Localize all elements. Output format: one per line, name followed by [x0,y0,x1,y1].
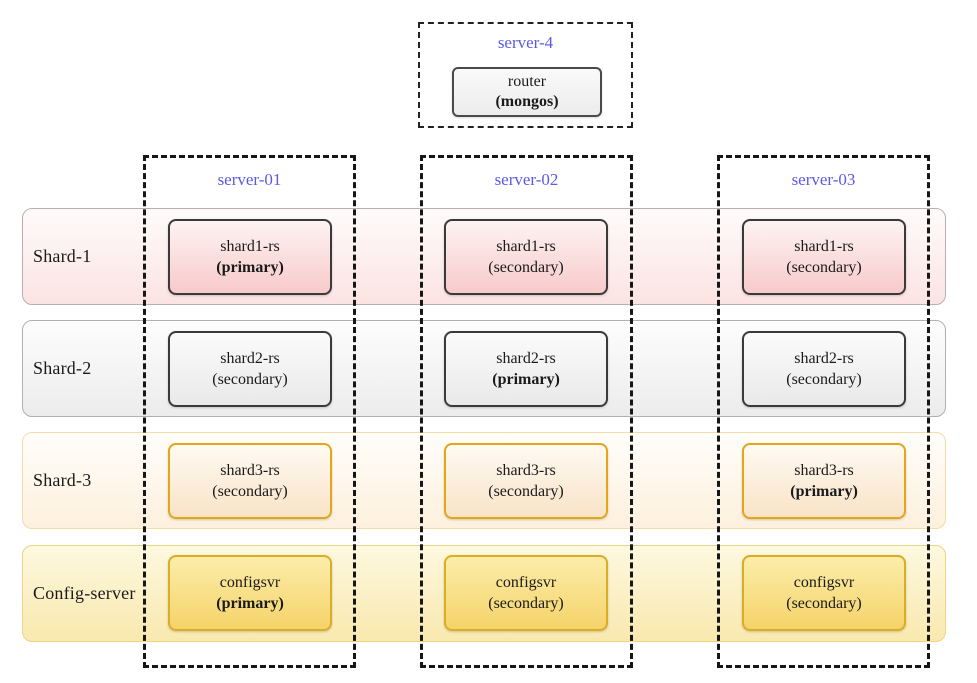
server-02-label: server-02 [494,170,559,189]
server-01-group: server-01 [143,155,356,668]
node-shard3-server03: shard3-rs (primary) [742,443,906,519]
node-shard2-server03: shard2-rs (secondary) [742,331,906,407]
node-name: shard3-rs [220,462,280,479]
node-name: configsvr [793,574,855,591]
router-node-name: router [507,73,547,90]
node-shard1-server01: shard1-rs (primary) [168,219,332,295]
server-4-label: server-4 [497,33,554,52]
server-01-label: server-01 [217,170,282,189]
node-role: (secondary) [212,371,288,388]
node-name: shard1-rs [220,238,280,255]
row-label-shard-1: Shard-1 [33,246,92,266]
node-name: shard2-rs [496,350,556,367]
node-configsvr-server02: configsvr (secondary) [444,555,608,631]
node-name: shard1-rs [794,238,854,255]
router-node-role: (mongos) [495,93,559,110]
server-4-group: server-4 [418,22,633,128]
node-name: configsvr [219,574,281,591]
row-label-shard-2: Shard-2 [33,358,92,378]
node-role: (primary) [492,371,560,388]
node-role: (secondary) [786,371,862,388]
node-role: (secondary) [488,483,564,500]
row-label-shard-3: Shard-3 [33,470,92,490]
node-role: (secondary) [786,259,862,276]
node-role: (secondary) [786,595,862,612]
server-02-group: server-02 [420,155,633,668]
node-role: (secondary) [212,483,288,500]
node-role: (primary) [216,595,284,612]
server-03-label: server-03 [791,170,856,189]
node-role: (secondary) [488,259,564,276]
node-name: shard3-rs [496,462,556,479]
node-role: (secondary) [488,595,564,612]
node-name: configsvr [495,574,557,591]
node-configsvr-server03: configsvr (secondary) [742,555,906,631]
node-role: (primary) [216,259,284,276]
node-name: shard2-rs [220,350,280,367]
node-name: shard3-rs [794,462,854,479]
node-name: shard1-rs [496,238,556,255]
server-03-group: server-03 [717,155,930,668]
node-shard1-server03: shard1-rs (secondary) [742,219,906,295]
node-shard2-server01: shard2-rs (secondary) [168,331,332,407]
node-role: (primary) [790,483,858,500]
node-shard1-server02: shard1-rs (secondary) [444,219,608,295]
node-name: shard2-rs [794,350,854,367]
node-shard3-server02: shard3-rs (secondary) [444,443,608,519]
router-mongos-node: router (mongos) [452,67,602,117]
node-shard2-server02: shard2-rs (primary) [444,331,608,407]
row-label-config-server: Config-server [33,583,136,603]
node-configsvr-server01: configsvr (primary) [168,555,332,631]
node-shard3-server01: shard3-rs (secondary) [168,443,332,519]
